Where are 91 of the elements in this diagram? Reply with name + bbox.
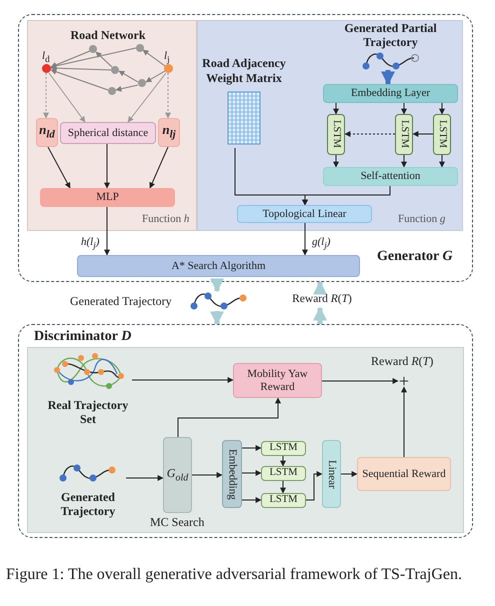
arrow	[43, 72, 49, 119]
arrow	[50, 50, 90, 68]
arrow	[242, 497, 262, 503]
graph-node-circle	[136, 44, 144, 52]
node-label: l$_{d}$	[42, 50, 50, 64]
arrow	[48, 72, 86, 122]
arrow	[115, 84, 138, 92]
node-title: Generated Trajectory	[70, 294, 172, 308]
arrow	[126, 475, 164, 481]
node-text: Reward R(T)	[283, 292, 361, 308]
process-box: A* Search Algorithm	[77, 255, 360, 277]
heading: Road Network	[62, 28, 154, 44]
arrow	[333, 154, 339, 168]
arrow	[306, 471, 323, 500]
sum-sign: +	[398, 375, 410, 387]
arrow	[401, 154, 407, 168]
block-arrow	[313, 306, 327, 324]
group-frame	[18, 14, 473, 282]
arrow	[401, 102, 407, 115]
arrow	[344, 131, 396, 137]
process-box: LSTM	[327, 114, 345, 155]
arrow	[242, 445, 262, 451]
arrow	[96, 52, 112, 68]
block-arrow	[210, 311, 224, 326]
node-title: Generated Trajectory	[60, 490, 116, 519]
arrow	[104, 144, 110, 189]
arrow	[322, 378, 399, 384]
arrow	[50, 68, 108, 90]
arrow	[401, 386, 407, 458]
arrow	[104, 206, 110, 256]
function-panel	[27, 20, 197, 231]
arrow	[145, 70, 166, 82]
arrow	[412, 131, 434, 137]
arrow	[118, 70, 138, 82]
arrow	[48, 146, 70, 189]
group-title: Discriminator D	[34, 329, 132, 345]
graph-node-circle	[138, 79, 146, 87]
arrow	[178, 397, 281, 438]
function-panel	[197, 20, 463, 231]
group-title: Function h	[142, 213, 190, 225]
process-box: Mobility Yaw Reward	[233, 363, 322, 398]
process-box: MLP	[40, 188, 175, 207]
edge-label: h(l$_{j}$)	[80, 236, 100, 250]
node-title: Road Adjacency Weight Matrix	[201, 56, 287, 86]
group-frame	[18, 324, 473, 538]
arrow	[165, 72, 171, 119]
graph-node-circle	[89, 45, 97, 53]
arrow	[302, 186, 390, 206]
arrow	[439, 154, 445, 168]
block-arrow	[381, 70, 395, 86]
process-box: Sequential Reward	[357, 457, 451, 491]
arrow	[302, 222, 308, 256]
process-box: n$_{ld}$	[36, 118, 58, 147]
process-box: Linear	[322, 440, 341, 508]
process-box: Topological Linear	[237, 205, 372, 223]
arrow	[340, 471, 358, 477]
node-title: Real Trajectory Set	[46, 398, 130, 427]
group-title: Generator G	[377, 249, 453, 265]
graph-node-circle	[108, 87, 116, 95]
edge-label: g(l$_{j}$)	[311, 236, 332, 250]
figure-caption: Figure 1: The overall generative adversarial framework of TS-TrajGen.	[6, 565, 463, 584]
process-box: LSTM	[261, 441, 306, 456]
arrow	[132, 377, 234, 383]
block-arrow	[313, 280, 327, 295]
process-box: Embedding	[222, 440, 242, 508]
process-box: Spherical distance	[60, 122, 156, 144]
process-box: Embedding Layer	[323, 84, 458, 103]
node-caption: MC Search	[150, 515, 204, 530]
graph-node-circle	[111, 66, 119, 74]
process-box: LSTM	[433, 114, 451, 155]
process-box: Self-attention	[323, 167, 458, 186]
arrow	[149, 146, 168, 189]
node-label: l$_{j}$	[164, 50, 170, 64]
process-box: LSTM	[395, 114, 413, 155]
arrow	[280, 480, 286, 494]
arrow	[333, 102, 339, 115]
node-title: Generated Partial Trajectory	[343, 22, 438, 50]
group-title: Function g	[398, 213, 446, 225]
process-box: n$_{lj}$	[158, 118, 180, 147]
process-box: LSTM	[261, 493, 306, 508]
process-box: LSTM	[261, 466, 306, 481]
arrow	[142, 50, 166, 66]
arrow	[280, 456, 286, 467]
node-caption: Reward R(T)	[371, 354, 434, 369]
block-arrow	[210, 278, 224, 292]
arrow	[50, 65, 112, 72]
arrow	[242, 470, 262, 476]
arrow	[439, 102, 445, 115]
arrow	[192, 472, 223, 478]
arrow	[128, 72, 166, 122]
process-box: G$_{old}$	[163, 437, 192, 513]
